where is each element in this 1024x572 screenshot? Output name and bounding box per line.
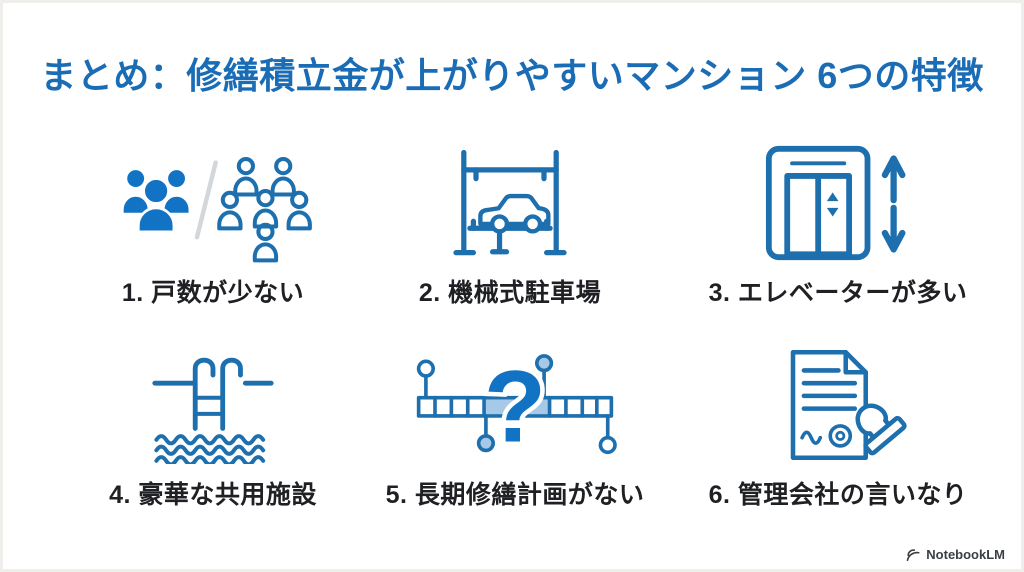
question-mark-glyph: ? [484, 349, 546, 463]
watermark-text: NotebookLM [926, 547, 1005, 562]
people-count-comparison-icon [58, 143, 368, 263]
feature-item-no-repair-plan: ? 5. 長期修繕計画がない [360, 345, 670, 511]
notebooklm-logo-icon [906, 548, 920, 561]
feature-item-many-elevators: 3. エレベーターが多い [683, 143, 993, 309]
feature-item-few-units: 1. 戸数が少ない [58, 143, 368, 309]
feature-label: 4. 豪華な共用施設 [109, 481, 317, 509]
timeline-question-icon: ? [360, 345, 670, 465]
feature-label: 1. 戸数が少ない [121, 279, 305, 307]
slide-title: まとめ：修繕積立金が上がりやすいマンション 6つの特徴 [40, 55, 984, 96]
feature-item-management-dependent: 6. 管理会社の言いなり [683, 345, 993, 511]
elevator-icon [683, 143, 993, 263]
feature-label: 3. エレベーターが多い [708, 279, 968, 307]
swimming-pool-icon [58, 345, 368, 465]
feature-item-luxury-facilities: 4. 豪華な共用施設 [58, 345, 368, 511]
mechanical-parking-lift-icon [355, 143, 665, 263]
feature-label: 6. 管理会社の言いなり [708, 481, 968, 509]
feature-label: 5. 長期修繕計画がない [385, 481, 645, 509]
document-stamp-icon [683, 345, 993, 465]
feature-item-mechanical-parking: 2. 機械式駐車場 [355, 143, 665, 309]
feature-label: 2. 機械式駐車場 [418, 279, 602, 307]
notebooklm-watermark: NotebookLM [906, 547, 1005, 562]
